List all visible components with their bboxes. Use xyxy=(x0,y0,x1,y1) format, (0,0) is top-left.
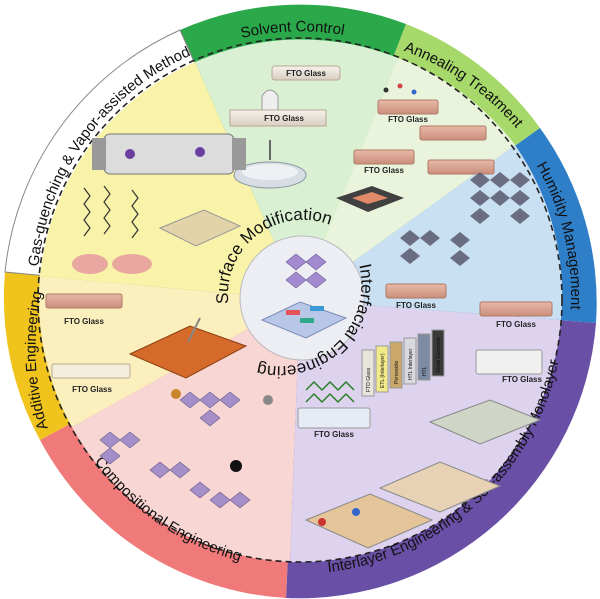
molecule xyxy=(398,84,403,89)
tube-cap xyxy=(92,138,106,170)
device-layer-label: FTO Glass xyxy=(366,367,372,392)
molecule xyxy=(384,88,389,93)
molecule xyxy=(195,147,205,157)
fto-label: FTO Glass xyxy=(396,301,436,310)
device-layer-label: Metal Electrode xyxy=(436,337,442,372)
perovskite-grain xyxy=(112,254,152,274)
device-layer-label: ETL (Interlayer) xyxy=(380,353,386,388)
fto-label: FTO Glass xyxy=(64,317,104,326)
fto-label: FTO Glass xyxy=(72,385,112,394)
fto-label: FTO Glass xyxy=(388,115,428,124)
device-layer-label: Perovskite xyxy=(394,360,400,384)
perovskite-film xyxy=(354,150,414,164)
molecule xyxy=(125,149,135,159)
fto-label: FTO Glass xyxy=(364,166,404,175)
molecule xyxy=(412,90,417,95)
device-layer-label: HTL xyxy=(422,366,428,376)
spin-coater-cap xyxy=(262,90,278,112)
perovskite-grain xyxy=(72,254,108,274)
perovskite-film xyxy=(386,284,446,298)
layer-blue xyxy=(310,306,324,311)
molecule xyxy=(352,508,360,516)
perovskite-film xyxy=(52,364,130,378)
fto-label: FTO Glass xyxy=(314,430,354,439)
fto-label: FTO Glass xyxy=(286,69,326,78)
perovskite-film xyxy=(428,160,494,174)
device-layer-label: HTL Interlayer xyxy=(408,348,414,380)
perovskite-film xyxy=(378,100,438,114)
fto-label: FTO Glass xyxy=(496,320,536,329)
atom xyxy=(263,395,273,405)
perovskite-film xyxy=(480,302,552,316)
perovskite-film xyxy=(420,126,486,140)
tube-cap xyxy=(232,138,246,170)
fto-glass-slab xyxy=(476,350,542,374)
fto-label: FTO Glass xyxy=(502,375,542,384)
molecule xyxy=(318,518,326,526)
layer-teal xyxy=(300,318,314,323)
vapor-tube xyxy=(104,134,234,174)
petri-dish-inner xyxy=(242,164,298,180)
perovskite-film xyxy=(46,294,122,308)
fto-glass-slab xyxy=(298,408,370,428)
layer-red xyxy=(286,310,300,315)
atom xyxy=(171,389,181,399)
atom xyxy=(230,460,242,472)
fto-label: FTO Glass xyxy=(264,114,304,123)
